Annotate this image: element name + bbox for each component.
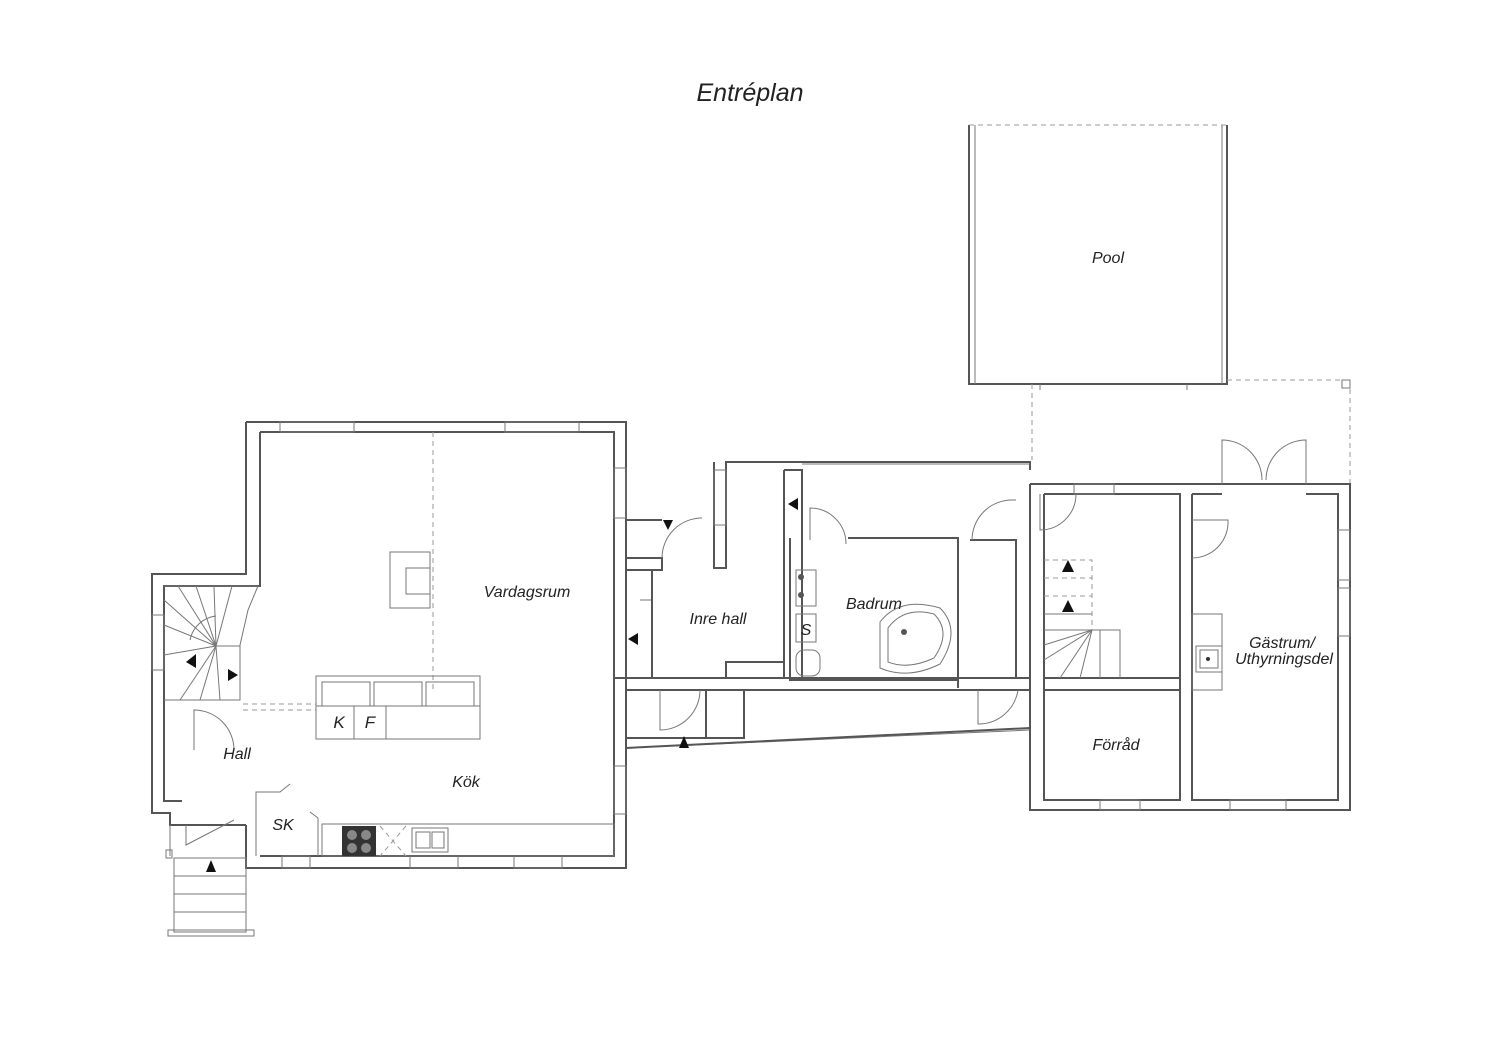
pool-area: [968, 124, 1351, 484]
entrance-stairs: [165, 819, 255, 937]
stove-icon: [342, 826, 376, 856]
plan-title: Entréplan: [696, 79, 803, 107]
room-gastrum-label-2: Uthyrningsdel: [1235, 651, 1333, 668]
room-pool-label: Pool: [1092, 250, 1124, 267]
fridge-label: K: [333, 713, 345, 732]
guest-wing-walls: [1029, 439, 1351, 811]
room-gastrum-label-1: Gästrum/: [1249, 635, 1316, 652]
room-inre-hall-label: Inre hall: [690, 611, 747, 628]
hall-door: [193, 709, 235, 751]
freezer-label: F: [365, 713, 377, 732]
room-vardagsrum-label: Vardagsrum: [484, 584, 571, 601]
shower-label: S: [801, 622, 812, 639]
kitchen-counter: [321, 823, 615, 857]
room-badrum-label: Badrum: [846, 596, 902, 613]
inner-hall-walls: [614, 461, 1031, 749]
room-hall-label: Hall: [223, 746, 251, 763]
washbasin-icon: [795, 569, 817, 607]
sink-icon: [411, 827, 449, 853]
kitchen-island: [315, 675, 481, 740]
bathroom-walls: [789, 499, 1019, 725]
room-sk-label: SK: [272, 817, 295, 834]
staircase-right: [1043, 559, 1121, 679]
guest-sink-icon: [1195, 645, 1223, 673]
bathtub-icon: [879, 603, 952, 674]
fireplace: [389, 551, 431, 609]
room-forrad-label: Förråd: [1092, 736, 1140, 754]
main-house-walls: [151, 421, 627, 869]
room-kok-label: Kök: [452, 774, 481, 791]
closet-sk: [255, 783, 319, 856]
staircase-left: [163, 585, 259, 701]
bathroom-fixtures: [795, 569, 952, 677]
toilet-icon: [795, 649, 821, 677]
